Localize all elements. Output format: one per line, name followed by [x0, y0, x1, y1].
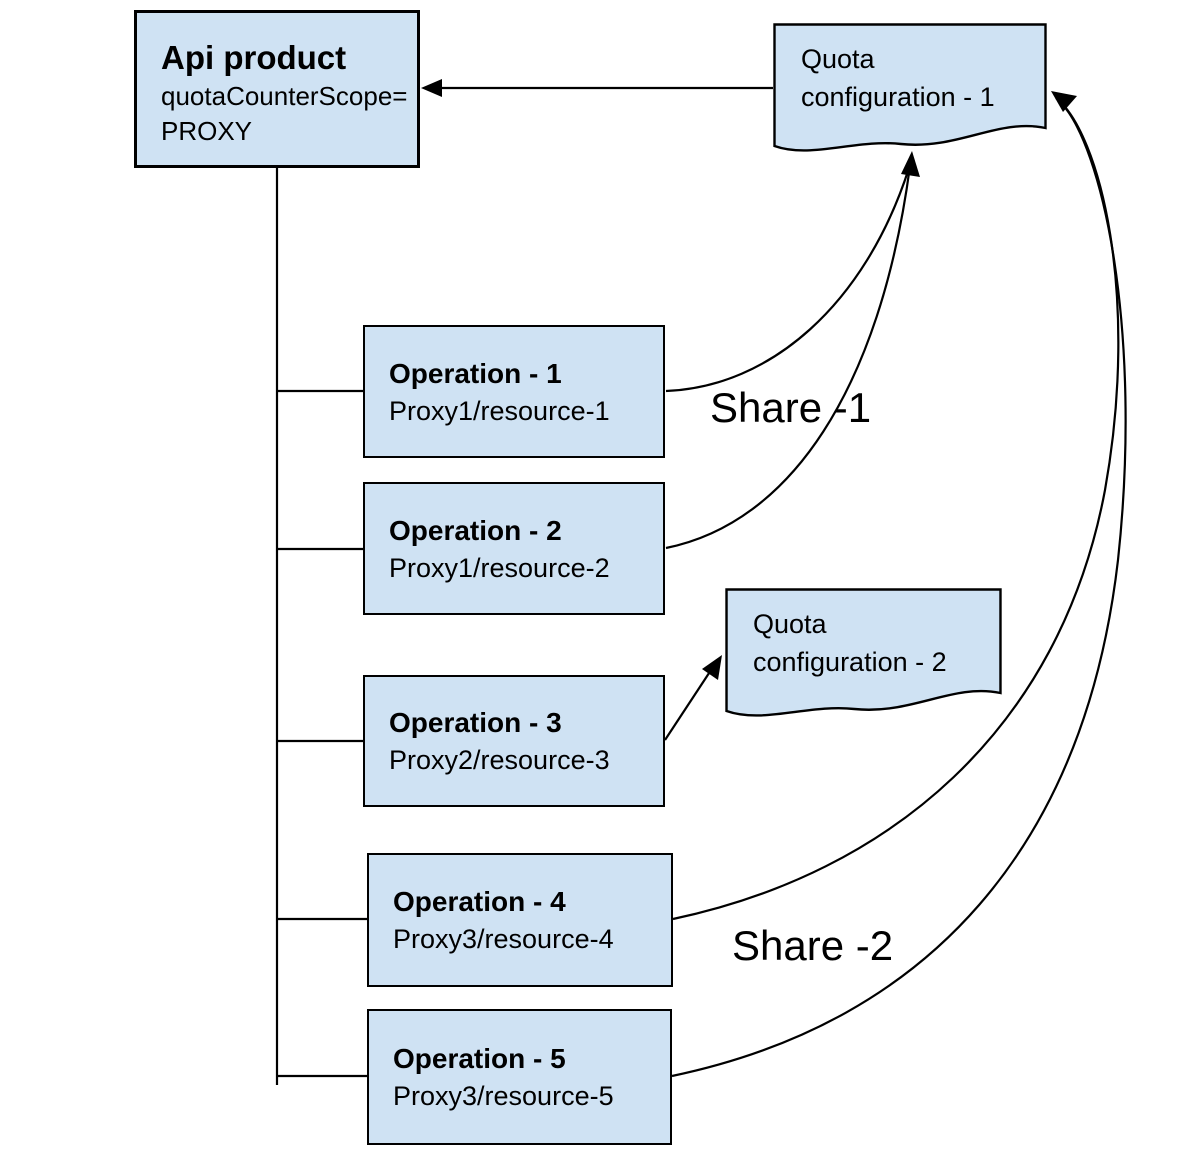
quota-configuration-2-node: Quota configuration - 2: [725, 588, 1002, 728]
operation-1-resource: Proxy1/resource-1: [389, 395, 610, 426]
arrowhead-into-quota2-left: [702, 655, 722, 680]
operation-2-title: Operation - 2: [389, 514, 562, 546]
quota-configuration-1-line2: configuration - 1: [801, 82, 995, 112]
edge-operation-2-to-quota1: [665, 165, 912, 550]
quota-configuration-2-line2: configuration - 2: [753, 647, 947, 677]
quota-configuration-1-node: Quota configuration - 1: [773, 23, 1047, 163]
edge-operation-5-to-quota1: [671, 101, 1127, 1078]
document-shape-icon: [725, 588, 1002, 717]
operation-5-resource: Proxy3/resource-5: [393, 1081, 614, 1111]
operation-5-node: Operation - 5 Proxy3/resource-5: [367, 1009, 672, 1145]
quota-configuration-2-line1: Quota: [753, 609, 827, 639]
edge-operation-4-to-quota1: [672, 97, 1120, 921]
operation-3-node: Operation - 3 Proxy2/resource-3: [363, 675, 665, 807]
edge-label-share-2: Share -2: [732, 922, 894, 969]
arrowhead-into-quota1-bottom: [901, 151, 920, 177]
operation-2-node: Operation - 2 Proxy1/resource-2: [363, 482, 665, 615]
api-product-attr-line1: quotaCounterScope=: [161, 81, 408, 111]
edge-operation-3-to-quota2: [664, 663, 716, 741]
api-product-title: Api product: [161, 39, 347, 76]
quota-configuration-1-text: Quota configuration - 1: [773, 23, 1047, 116]
operation-4-resource: Proxy3/resource-4: [393, 924, 614, 954]
arrowhead-into-quota1-right: [1051, 91, 1077, 112]
operation-5-title: Operation - 5: [393, 1043, 566, 1074]
operation-4-title: Operation - 4: [393, 886, 566, 917]
api-product-node: Api product quotaCounterScope= PROXY: [134, 10, 420, 168]
quota-configuration-2-text: Quota configuration - 2: [725, 588, 1002, 681]
operation-1-node: Operation - 1 Proxy1/resource-1: [363, 325, 665, 458]
operation-1-title: Operation - 1: [389, 357, 562, 389]
document-shape-icon: [773, 23, 1047, 152]
operation-2-resource: Proxy1/resource-2: [389, 552, 610, 583]
quota-configuration-1-line1: Quota: [801, 44, 875, 74]
operation-3-resource: Proxy2/resource-3: [389, 745, 610, 775]
arrowhead-into-api-product: [421, 79, 442, 97]
operation-4-node: Operation - 4 Proxy3/resource-4: [367, 853, 673, 987]
edge-label-share-1: Share -1: [710, 384, 872, 431]
edge-operation-1-to-quota1: [665, 167, 911, 393]
operation-3-title: Operation - 3: [389, 707, 562, 738]
api-product-attr-line2: PROXY: [161, 116, 253, 146]
